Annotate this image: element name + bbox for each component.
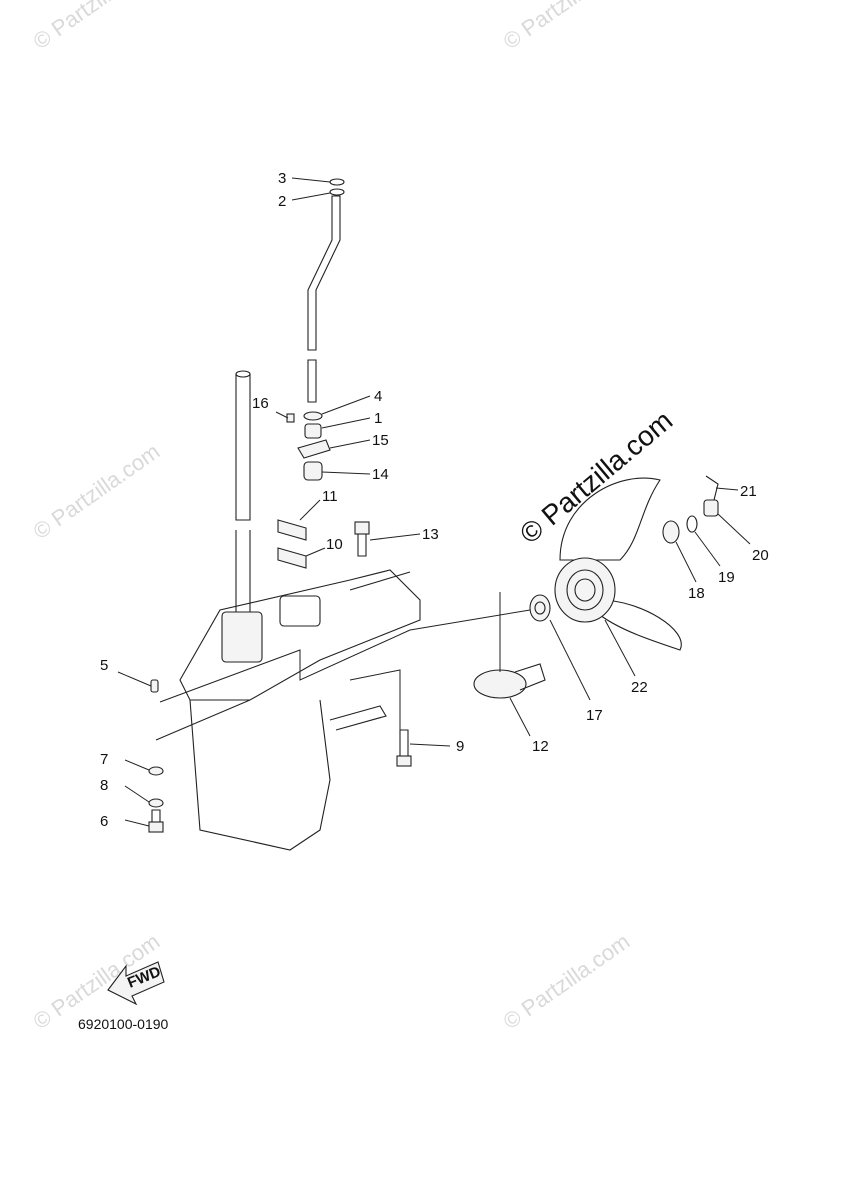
- callout-1: 1: [374, 410, 382, 427]
- callout-4: 4: [374, 388, 382, 405]
- callout-8: 8: [100, 777, 108, 794]
- callout-17: 17: [586, 707, 603, 724]
- callout-3: 3: [278, 170, 286, 187]
- callout-21: 21: [740, 483, 757, 500]
- watermark-top-left: © Partzilla.com: [29, 0, 165, 54]
- water-tube: [235, 370, 251, 613]
- callout-20: 20: [752, 547, 769, 564]
- callout-11: 11: [322, 488, 338, 505]
- leader-lines: [117, 177, 751, 827]
- callout-2: 2: [278, 193, 286, 210]
- diagram-code: 6920100-0190: [78, 1016, 169, 1032]
- seals: [277, 519, 307, 569]
- callout-19: 19: [718, 569, 735, 586]
- washer-17: [529, 594, 551, 622]
- shift-rod: [307, 178, 345, 403]
- watermark-bottom-right: © Partzilla.com: [499, 929, 635, 1035]
- small-hardware: [148, 679, 412, 833]
- callout-labels: 3 2 4 16 1 15 14 11 13 10 5 7 8 6 9 12 1…: [100, 170, 769, 830]
- callout-16: 16: [252, 395, 269, 412]
- lower-casing: [179, 569, 421, 851]
- callout-18: 18: [688, 585, 705, 602]
- callout-10: 10: [326, 536, 343, 553]
- callout-13: 13: [422, 526, 439, 543]
- callout-7: 7: [100, 751, 108, 768]
- callout-12: 12: [532, 738, 549, 755]
- callout-14: 14: [372, 466, 389, 483]
- rod-components: [286, 411, 331, 481]
- prop-hardware: [662, 475, 719, 544]
- callout-6: 6: [100, 813, 108, 830]
- bolt-13: [354, 521, 370, 557]
- anode-12: [473, 663, 546, 699]
- propeller: [554, 477, 682, 651]
- callout-5: 5: [100, 657, 108, 674]
- callout-15: 15: [372, 432, 389, 449]
- watermark-top-right: © Partzilla.com: [499, 0, 635, 54]
- callout-9: 9: [456, 738, 464, 755]
- watermark-main: © Partzilla.com: [514, 405, 678, 550]
- callout-22: 22: [631, 679, 648, 696]
- watermark-mid-left: © Partzilla.com: [29, 439, 165, 545]
